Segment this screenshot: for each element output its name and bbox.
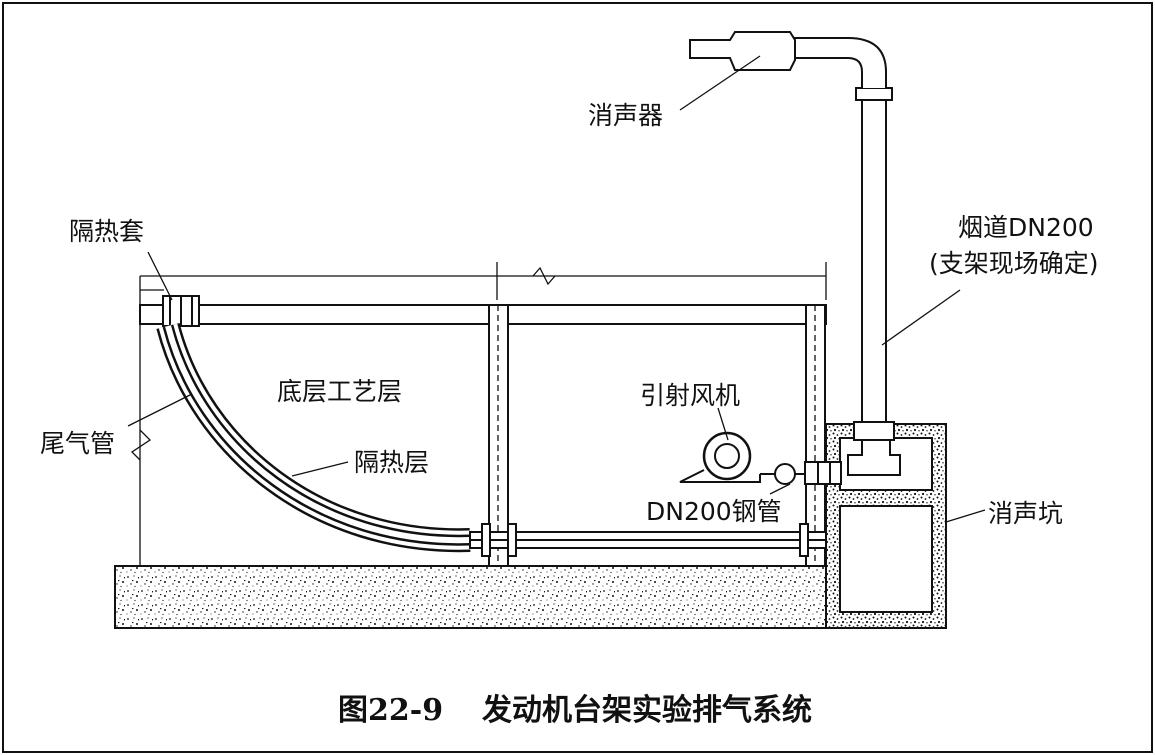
label-flue-note: (支架现场确定) [929, 249, 1099, 278]
label-silencer-pit: 消声坑 [988, 499, 1063, 528]
overhead-beam [139, 304, 827, 325]
silencer-pit [825, 423, 947, 629]
caption-number: 图22-9 [338, 693, 443, 728]
leader-lines [127, 55, 986, 523]
label-process-layer: 底层工艺层 [277, 377, 402, 406]
label-ejector-fan: 引射风机 [640, 381, 740, 410]
label-steel-pipe: DN200钢管 [646, 497, 782, 526]
label-insulation-layer: 隔热层 [354, 448, 429, 477]
tailpipe [156, 322, 471, 553]
label-flue: 烟道DN200 [958, 213, 1094, 242]
label-insulation-sleeve: 隔热套 [69, 217, 144, 246]
support-posts [488, 304, 826, 567]
label-muffler: 消声器 [588, 101, 663, 130]
ejector-fan [679, 431, 842, 485]
insulation-sleeve-clamp [162, 295, 200, 327]
caption-title: 发动机台架实验排气系统 [481, 693, 812, 728]
muffler [689, 31, 796, 71]
label-tailpipe: 尾气管 [40, 429, 115, 458]
flue-riser [789, 37, 901, 476]
ground-slab [114, 565, 829, 629]
